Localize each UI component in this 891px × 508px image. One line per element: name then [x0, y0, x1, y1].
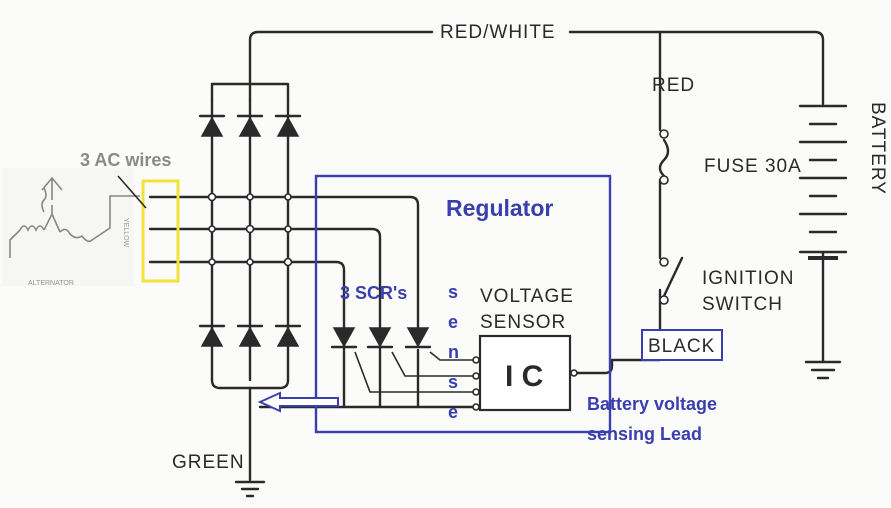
battery-label: BATTERY — [867, 102, 888, 195]
sense-letter-3: n — [448, 342, 459, 362]
ignition-switch-symbol — [659, 256, 684, 305]
alternator-symbol: ALTERNATOR YELLOW — [2, 168, 140, 287]
wires — [148, 30, 825, 482]
ac-wires-pointer — [117, 175, 147, 209]
sense-arrow — [257, 391, 339, 413]
junction-dots — [207, 192, 578, 411]
black-label: BLACK — [648, 336, 715, 357]
yellow-label: YELLOW — [122, 218, 129, 248]
ignition-label-2: SWITCH — [702, 294, 783, 315]
scr-devices — [330, 327, 432, 349]
ignition-label-1: IGNITION — [702, 268, 794, 289]
rectifier-diodes — [198, 114, 302, 347]
regulator-box — [314, 174, 612, 434]
fuse-symbol — [658, 129, 670, 185]
red-white-label: RED/WHITE — [440, 22, 556, 43]
green-label: GREEN — [172, 452, 245, 473]
regulator-annotation: Regulator — [446, 195, 553, 221]
battery-symbol — [798, 104, 848, 260]
sense-letter-5: e — [448, 402, 458, 422]
red-label: RED — [652, 75, 695, 96]
alternator-label: ALTERNATOR — [28, 280, 74, 287]
voltage-label-2: SENSOR — [480, 312, 566, 333]
ac-wires-annotation: 3 AC wires — [80, 150, 171, 170]
ic-label: I C — [505, 360, 543, 393]
battery-sense-annotation-2: sensing Lead — [587, 424, 702, 444]
battery-sense-annotation-1: Battery voltage — [587, 394, 717, 414]
sense-letter-1: s — [448, 282, 458, 302]
voltage-label-1: VOLTAGE — [480, 286, 574, 307]
ground-symbols — [234, 360, 842, 498]
sense-letter-4: s — [448, 372, 458, 392]
sense-letter-2: e — [448, 312, 458, 332]
voltage-sensor-ic: I C — [478, 334, 572, 412]
ac-wires-highlight — [141, 179, 180, 283]
scrs-annotation: 3 SCR's — [340, 283, 407, 303]
black-label-box — [641, 329, 723, 361]
fuse-label: FUSE 30A — [704, 156, 802, 177]
